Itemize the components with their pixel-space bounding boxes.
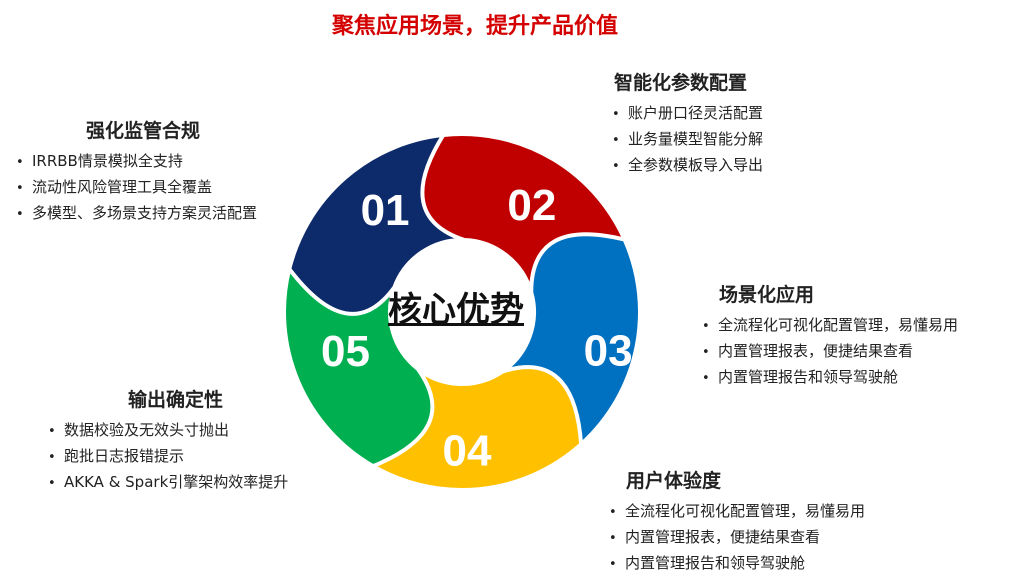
segment-number-02: 02 (507, 181, 556, 230)
list-item: 全流程化可视化配置管理，易懂易用 (702, 313, 958, 339)
block-smart-parameters: 智能化参数配置 账户册口径灵活配置 业务量模型智能分解 全参数模板导入导出 (614, 68, 763, 179)
list-item: 内置管理报告和领导驾驶舱 (702, 365, 958, 391)
list-item: 内置管理报表，便捷结果查看 (702, 339, 958, 365)
list-item: 多模型、多场景支持方案灵活配置 (16, 201, 257, 227)
list-item: 业务量模型智能分解 (612, 127, 763, 153)
list-item: 流动性风险管理工具全覆盖 (16, 175, 257, 201)
block-heading: 强化监管合规 (86, 120, 201, 142)
page-title: 聚焦应用场景，提升产品价值 (331, 14, 618, 39)
segment-number-04: 04 (442, 427, 491, 476)
segment-number-01: 01 (361, 186, 410, 235)
segment-05 (282, 264, 435, 469)
list-item: 数据校验及无效头寸抛出 (48, 418, 288, 444)
list-item: AKKA & Spark引擎架构效率提升 (48, 470, 288, 496)
center-label: 核心优势 (388, 290, 524, 330)
block-scenario-application: 场景化应用 全流程化可视化配置管理，易懂易用 内置管理报表，便捷结果查看 内置管… (718, 280, 958, 391)
list-item: 跑批日志报错提示 (48, 444, 288, 470)
block-heading: 场景化应用 (719, 284, 815, 306)
block-heading: 输出确定性 (128, 389, 224, 411)
segment-number-03: 03 (584, 327, 633, 376)
list-item: 全流程化可视化配置管理，易懂易用 (609, 499, 865, 525)
block-heading: 用户体验度 (626, 470, 722, 492)
list-item: IRRBB情景模拟全支持 (16, 149, 257, 175)
block-output-certainty: 输出确定性 数据校验及无效头寸抛出 跑批日志报错提示 AKKA & Spark引… (64, 385, 288, 496)
list-item: 全参数模板导入导出 (612, 153, 763, 179)
block-user-experience: 用户体验度 全流程化可视化配置管理，易懂易用 内置管理报表，便捷结果查看 内置管… (625, 466, 865, 577)
list-item: 内置管理报表，便捷结果查看 (609, 525, 865, 551)
segment-number-05: 05 (321, 327, 370, 376)
list-item: 内置管理报告和领导驾驶舱 (609, 551, 865, 577)
block-regulatory-compliance: 强化监管合规 IRRBB情景模拟全支持 流动性风险管理工具全覆盖 多模型、多场景… (32, 116, 257, 227)
list-item: 账户册口径灵活配置 (612, 101, 763, 127)
block-heading: 智能化参数配置 (614, 72, 748, 94)
